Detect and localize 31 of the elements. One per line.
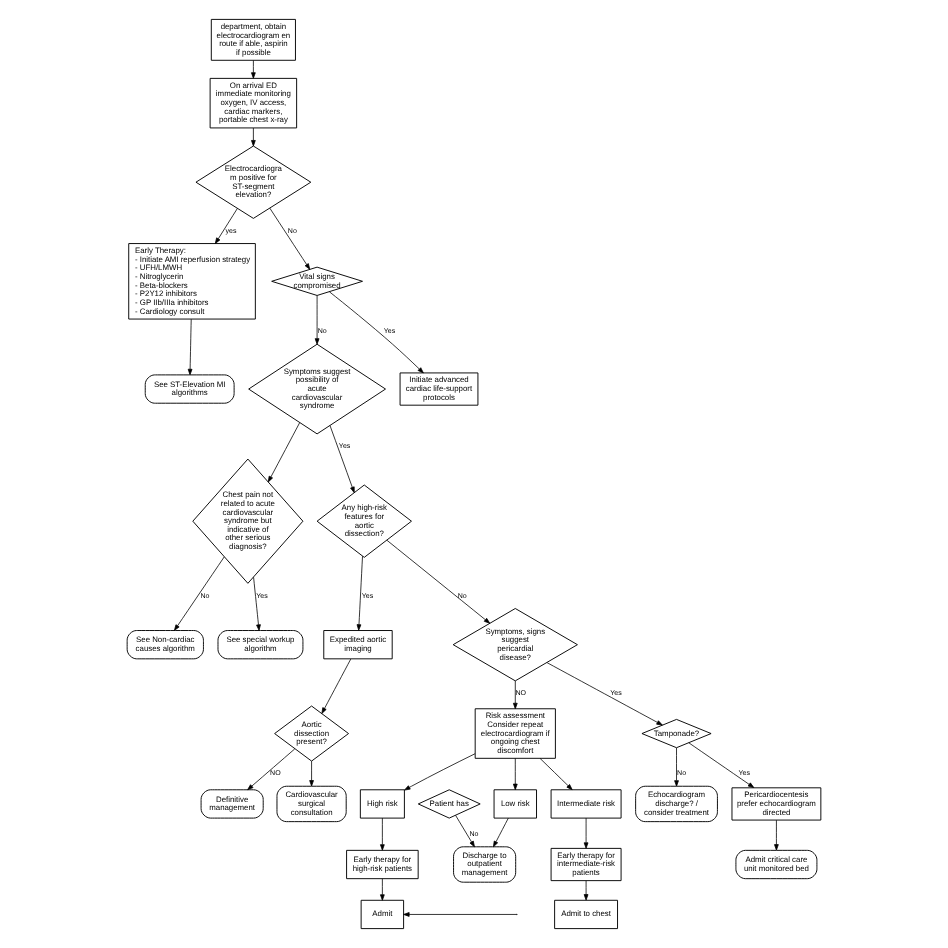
arrow — [493, 817, 509, 848]
arrow — [380, 878, 385, 901]
arrow — [380, 817, 385, 851]
arrow — [386, 539, 491, 624]
arrow — [267, 422, 300, 483]
arrow — [314, 295, 320, 345]
arrow — [583, 817, 589, 849]
arrow — [321, 658, 352, 714]
arrow — [403, 912, 517, 917]
arrow — [214, 207, 238, 244]
arrow — [455, 814, 475, 848]
arrow — [187, 318, 193, 376]
arrow — [356, 555, 363, 631]
arrow — [328, 291, 424, 374]
arrow — [512, 758, 518, 791]
arrow — [583, 880, 589, 901]
arrow — [253, 576, 261, 631]
arrow — [309, 760, 314, 787]
arrow — [251, 60, 256, 79]
arrow — [674, 747, 679, 787]
arrow — [512, 680, 518, 710]
arrow — [329, 425, 355, 494]
arrow — [539, 758, 573, 791]
arrow — [688, 742, 755, 788]
arrow — [404, 753, 476, 791]
arrow — [546, 662, 663, 726]
arrow — [774, 819, 779, 851]
arrow — [174, 556, 225, 631]
arrow — [269, 207, 311, 270]
arrow — [247, 748, 296, 791]
arrow — [251, 127, 256, 147]
